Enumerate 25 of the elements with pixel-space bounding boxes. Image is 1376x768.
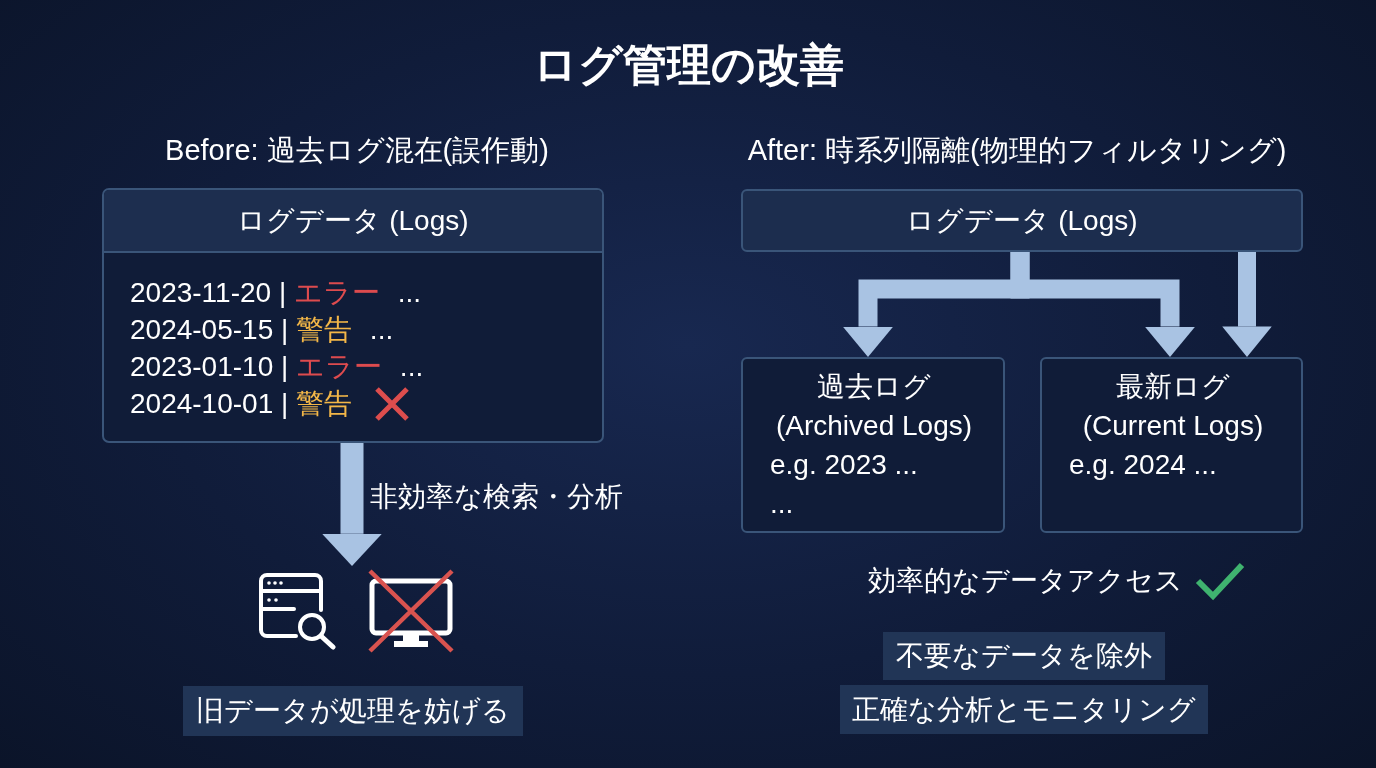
section-heading: Before: 過去ログ混在(誤作動)	[165, 133, 549, 167]
log-entry: 2024-05-15 | 警告 ...	[130, 313, 394, 347]
block-arrow	[322, 443, 382, 566]
log-entry: 2024-10-01 | 警告	[130, 387, 353, 421]
panel-header: ログデータ (Logs)	[104, 190, 602, 253]
log-category-box	[741, 357, 1005, 533]
box-text: e.g. 2023 ...	[770, 448, 918, 482]
box-text: ...	[770, 487, 794, 521]
block-arrow	[1010, 252, 1196, 357]
log-entry: 2023-01-10 | エラー ...	[130, 350, 424, 384]
block-arrow	[1222, 252, 1272, 357]
edge-label: 非効率な検索・分析	[370, 480, 623, 514]
log-panel	[102, 188, 604, 443]
box-heading: 過去ログ (Archived Logs)	[774, 370, 974, 443]
section-heading: After: 時系列隔離(物理的フィルタリング)	[747, 133, 1287, 167]
log-entry: 2023-11-20 | エラー ...	[130, 276, 422, 310]
box-heading: 最新ログ (Current Logs)	[1081, 370, 1265, 443]
summary-banner: 旧データが処理を妨げる	[183, 686, 523, 736]
box-text: e.g. 2024 ...	[1069, 448, 1217, 482]
title: ログ管理の改善	[531, 40, 845, 90]
summary-banner: 正確な分析とモニタリング	[840, 685, 1208, 734]
summary-banner: 不要なデータを除外	[883, 632, 1165, 680]
result-text: 効率的なデータアクセス	[868, 564, 1183, 598]
source-box: ログデータ (Logs)	[741, 189, 1303, 252]
log-category-box	[1040, 357, 1303, 533]
